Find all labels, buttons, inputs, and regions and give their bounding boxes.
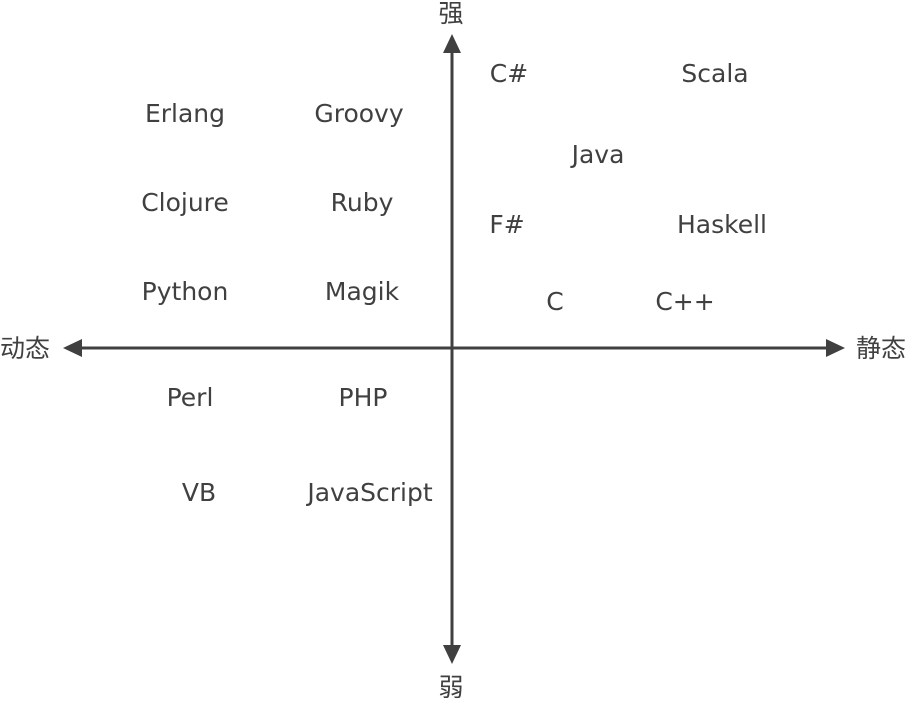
axis-label-static: 静态 [856, 334, 906, 363]
language-magik: Magik [325, 277, 400, 306]
language-perl: Perl [167, 383, 214, 412]
arrow-left-icon [63, 339, 82, 357]
language-cpp: C++ [655, 287, 714, 316]
language-erlang: Erlang [145, 99, 225, 128]
language-vb: VB [182, 478, 216, 507]
arrow-right-icon [826, 339, 845, 357]
arrow-down-icon [443, 645, 461, 664]
arrow-up-icon [443, 34, 461, 53]
language-groovy: Groovy [314, 99, 403, 128]
axis-label-weak: 弱 [438, 673, 463, 701]
language-javascript: JavaScript [305, 478, 433, 507]
language-clojure: Clojure [141, 188, 229, 217]
language-ruby: Ruby [331, 188, 394, 217]
language-php: PHP [339, 383, 388, 412]
axis-label-strong: 强 [438, 0, 463, 28]
axis-label-dynamic: 动态 [0, 334, 50, 363]
language-csharp: C# [490, 59, 528, 88]
language-python: Python [142, 277, 229, 306]
language-haskell: Haskell [677, 210, 767, 239]
language-c: C [546, 287, 563, 316]
language-java: Java [570, 140, 625, 169]
language-fsharp: F# [489, 210, 524, 239]
language-scala: Scala [681, 59, 748, 88]
